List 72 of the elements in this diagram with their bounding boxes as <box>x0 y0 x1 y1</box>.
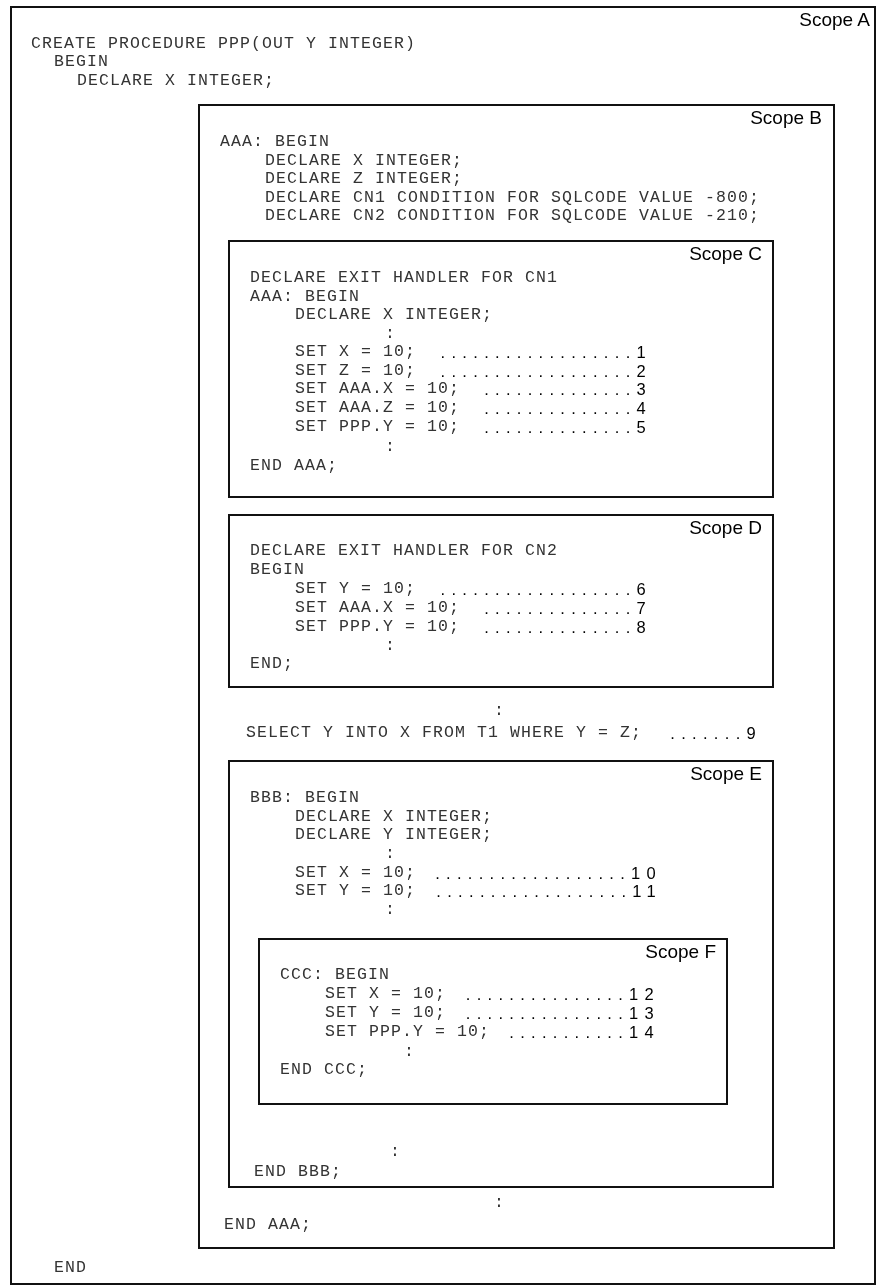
line-number-leader: ..............4 <box>484 399 652 417</box>
line-number-leader: ..................6 <box>440 580 652 598</box>
code-line: SET Y = 10; <box>325 1004 447 1022</box>
code-line: SET X = 10; <box>295 864 417 882</box>
code-line: SET X = 10; <box>295 343 417 361</box>
code-line: SET AAA.X = 10; <box>295 599 461 617</box>
scope-box <box>198 104 835 1249</box>
code-line: DECLARE Z INTEGER; <box>265 170 464 188</box>
code-line: BEGIN <box>54 53 109 71</box>
code-line: DECLARE X INTEGER; <box>265 152 464 170</box>
code-line: END BBB; <box>254 1163 342 1181</box>
ellipsis-mark: : <box>385 901 396 919</box>
scope-label: Scope A <box>799 11 870 29</box>
code-line: SET PPP.Y = 10; <box>325 1023 491 1041</box>
line-number-leader: ..................1 <box>440 343 652 361</box>
line-number-leader: ...........14 <box>509 1023 660 1041</box>
ellipsis-mark: : <box>385 845 396 863</box>
line-number-leader: .......9 <box>670 724 762 742</box>
code-line: DECLARE EXIT HANDLER FOR CN1 <box>250 269 559 287</box>
scope-label: Scope D <box>689 519 762 537</box>
code-line: AAA: BEGIN <box>250 288 361 306</box>
code-line: CREATE PROCEDURE PPP(OUT Y INTEGER) <box>31 35 417 53</box>
line-number-leader: ..............3 <box>484 380 652 398</box>
scope-box <box>258 938 728 1105</box>
code-line: DECLARE CN2 CONDITION FOR SQLCODE VALUE -210; <box>265 207 761 225</box>
code-line: SET Y = 10; <box>295 882 417 900</box>
code-line: END CCC; <box>280 1061 368 1079</box>
code-line: DECLARE X INTEGER; <box>295 808 494 826</box>
code-line: SET Z = 10; <box>295 362 417 380</box>
scope-box <box>228 240 774 498</box>
code-line: SET Y = 10; <box>295 580 417 598</box>
scope-label: Scope F <box>645 943 716 961</box>
line-number-leader: ..............8 <box>484 618 652 636</box>
code-line: SET AAA.Z = 10; <box>295 399 461 417</box>
scope-label: Scope E <box>690 765 762 783</box>
scope-box <box>228 760 774 1188</box>
code-line: SET PPP.Y = 10; <box>295 418 461 436</box>
ellipsis-mark: : <box>404 1043 415 1061</box>
line-number-leader: ...............12 <box>465 985 660 1003</box>
ellipsis-mark: : <box>385 637 396 655</box>
line-number-leader: ..............5 <box>484 418 652 436</box>
ellipsis-mark: : <box>385 325 396 343</box>
code-line: SELECT Y INTO X FROM T1 WHERE Y = Z; <box>246 724 643 742</box>
code-line: END <box>54 1259 87 1277</box>
code-line: BBB: BEGIN <box>250 789 361 807</box>
code-line: DECLARE X INTEGER; <box>77 72 276 90</box>
code-line: DECLARE CN1 CONDITION FOR SQLCODE VALUE -800; <box>265 189 761 207</box>
line-number-leader: ..................11 <box>436 882 662 900</box>
scope-label: Scope C <box>689 245 762 263</box>
ellipsis-mark: : <box>390 1143 401 1161</box>
ellipsis-mark: : <box>494 702 505 720</box>
code-line: SET X = 10; <box>325 985 447 1003</box>
line-number-leader: ..................2 <box>440 362 652 380</box>
code-line: DECLARE EXIT HANDLER FOR CN2 <box>250 542 559 560</box>
code-line: SET PPP.Y = 10; <box>295 618 461 636</box>
code-line: END; <box>250 655 294 673</box>
line-number-leader: ..............7 <box>484 599 652 617</box>
code-line: DECLARE Y INTEGER; <box>295 826 494 844</box>
code-line: END AAA; <box>250 457 338 475</box>
code-line: BEGIN <box>250 561 305 579</box>
line-number-leader: ..................10 <box>435 864 662 882</box>
ellipsis-mark: : <box>385 438 396 456</box>
code-line: END AAA; <box>224 1216 312 1234</box>
scope-box <box>10 6 876 1285</box>
code-line: AAA: BEGIN <box>220 133 331 151</box>
scope-label: Scope B <box>750 109 822 127</box>
code-line: DECLARE X INTEGER; <box>295 306 494 324</box>
scope-box <box>228 514 774 688</box>
code-line: SET AAA.X = 10; <box>295 380 461 398</box>
line-number-leader: ...............13 <box>465 1004 660 1022</box>
ellipsis-mark: : <box>494 1194 505 1212</box>
code-line: CCC: BEGIN <box>280 966 391 984</box>
